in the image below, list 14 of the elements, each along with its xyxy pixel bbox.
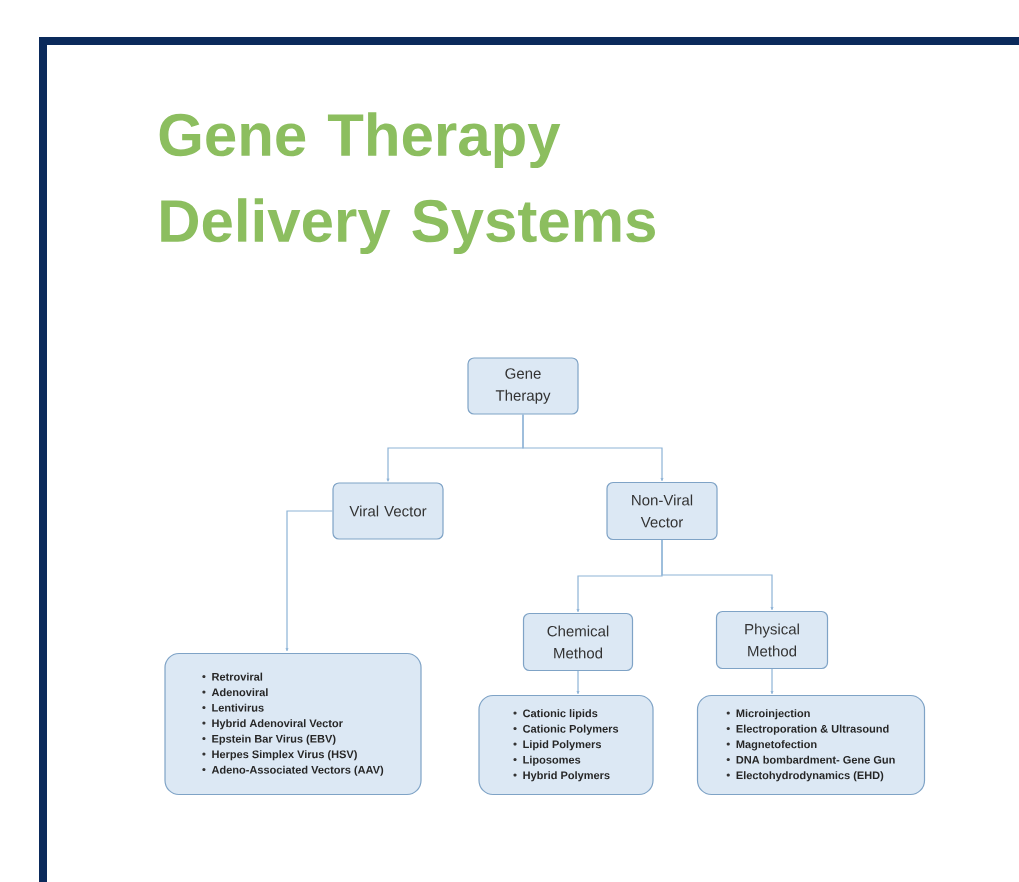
title: Gene Therapy Delivery Systems — [159, 112, 655, 255]
process-box: Physical Method — [715, 610, 829, 670]
arrow — [522, 414, 664, 482]
arrow — [576, 670, 580, 695]
process-box: Non-Viral Vector — [606, 481, 718, 541]
arrow — [770, 668, 774, 695]
process-box: Viral Vector — [332, 482, 444, 540]
list-box: Retroviral Adenoviral Lentivirus Hybrid Adenoviral Vector Epstein Bar Virus (EBV) Herpes Simplex Virus (HSV) Adeno-Associated Vectors (AAV) — [164, 652, 422, 796]
process-box: Gene Therapy — [467, 357, 579, 415]
arrow — [661, 539, 774, 611]
arrow — [285, 510, 333, 652]
list-box: Cationic lipids Cationic Polymers Lipid Polymers Liposomes Hybrid Polymers — [478, 694, 654, 796]
process-box: Chemical Method — [522, 612, 634, 672]
list-box: Microinjection Electroporation & Ultrasound Magnetofection DNA bombardment- Gene Gun Electohydrodynamics (EHD) — [696, 694, 926, 796]
